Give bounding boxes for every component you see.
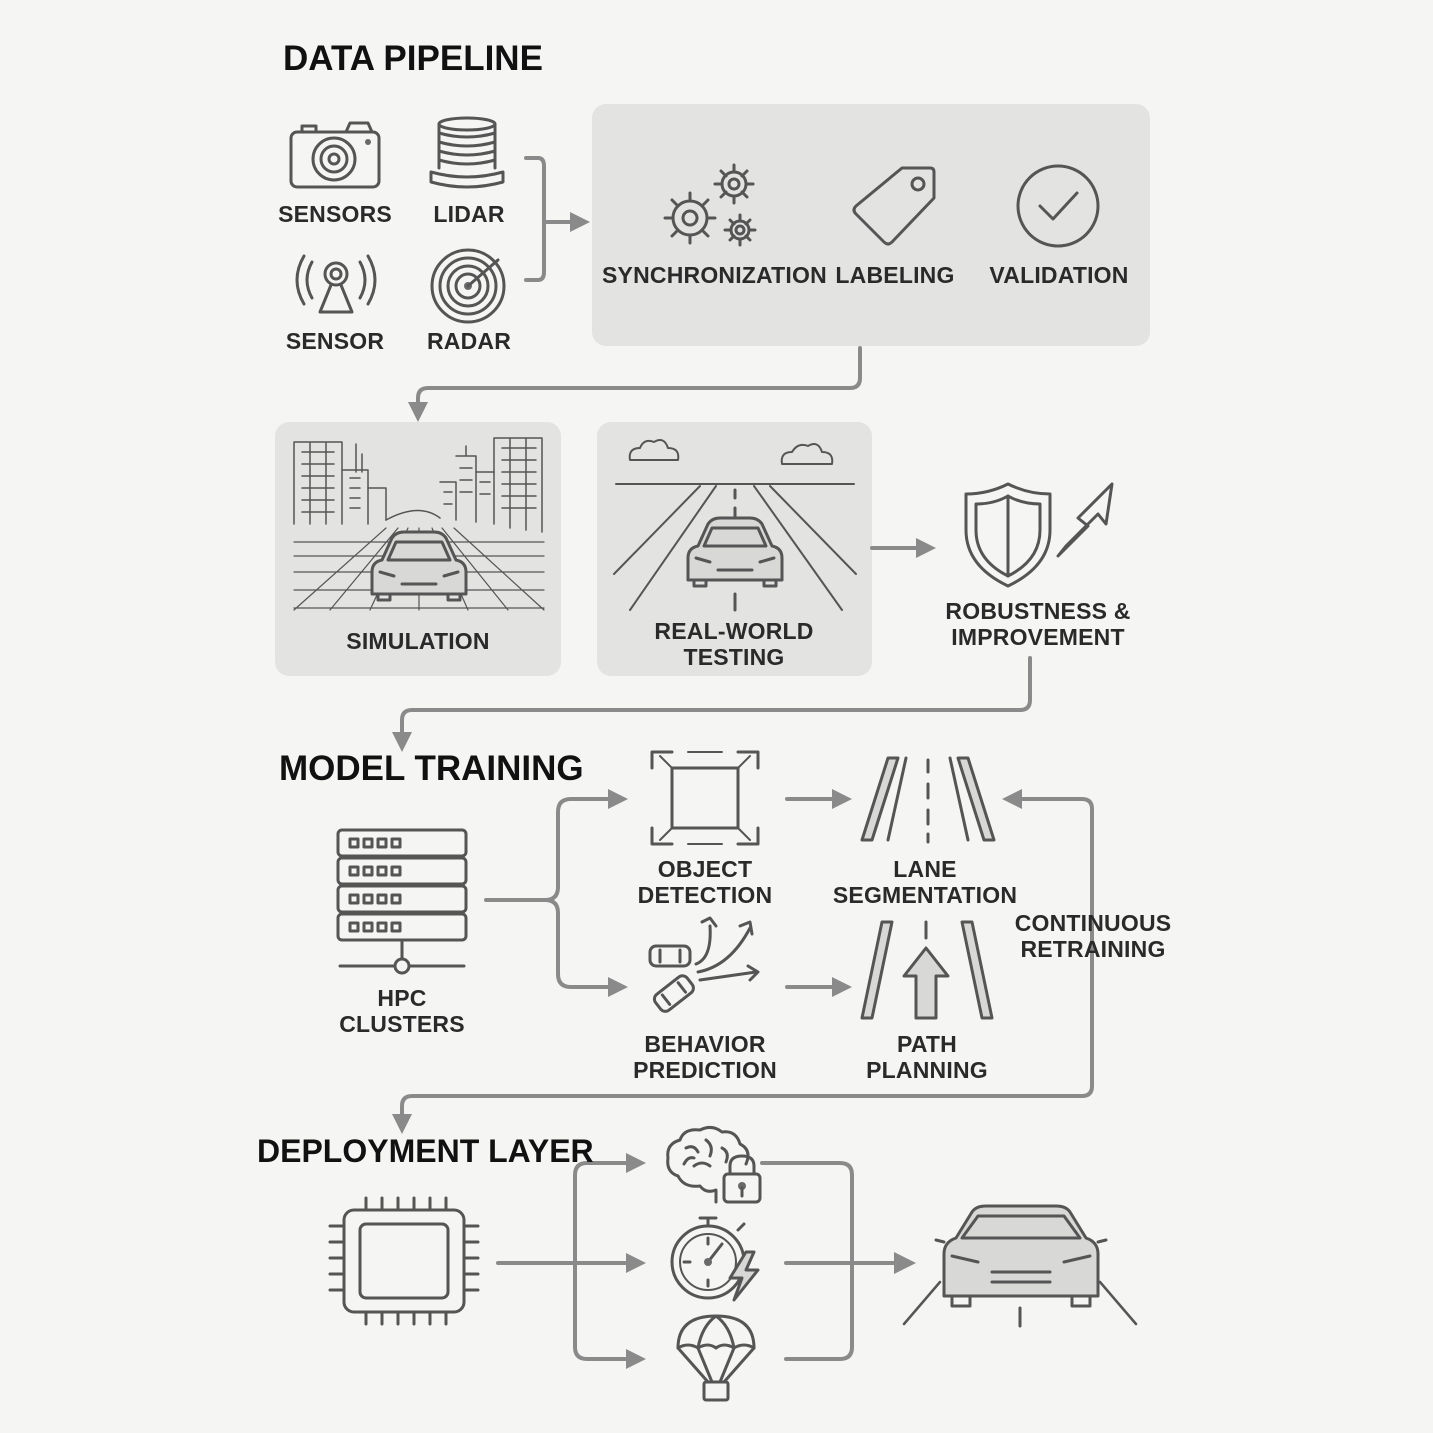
simulation-city-icon bbox=[293, 437, 545, 611]
hpc-clusters-label: HPC CLUSTERS bbox=[339, 985, 465, 1037]
car-icon bbox=[902, 1204, 1138, 1328]
lane-segmentation-label: LANE SEGMENTATION bbox=[832, 856, 1018, 908]
data-pipeline-title: DATA PIPELINE bbox=[283, 39, 543, 78]
sensors-label: SENSORS bbox=[278, 201, 392, 227]
check-circle-icon bbox=[1016, 164, 1100, 248]
object-detection-label: OBJECT DETECTION bbox=[637, 856, 773, 908]
model-training-title: MODEL TRAINING bbox=[279, 749, 584, 788]
server-rack-icon bbox=[336, 828, 468, 975]
processing-panel bbox=[592, 104, 1150, 346]
parachute-icon bbox=[676, 1314, 756, 1402]
real-world-testing-label: REAL-WORLD TESTING bbox=[654, 618, 814, 670]
path-planning-label: PATH PLANNING bbox=[866, 1031, 988, 1083]
radar-label: RADAR bbox=[426, 328, 512, 354]
radar-icon bbox=[430, 248, 506, 324]
synchronization-label: SYNCHRONIZATION bbox=[602, 262, 827, 288]
gears-icon bbox=[663, 163, 757, 247]
lane-segmentation-icon bbox=[860, 756, 996, 844]
sensor-label: SENSOR bbox=[285, 328, 385, 354]
shield-arrow-icon bbox=[964, 482, 1114, 588]
brain-lock-icon bbox=[666, 1125, 762, 1204]
sensor-icon bbox=[295, 254, 377, 314]
real-world-road-icon bbox=[613, 439, 857, 612]
tag-icon bbox=[852, 166, 936, 246]
behavior-prediction-label: BEHAVIOR PREDICTION bbox=[633, 1031, 777, 1083]
labeling-label: LABELING bbox=[835, 262, 955, 288]
object-detection-icon bbox=[650, 750, 760, 846]
validation-label: VALIDATION bbox=[989, 262, 1129, 288]
deployment-title: DEPLOYMENT LAYER bbox=[257, 1133, 594, 1169]
behavior-prediction-icon bbox=[648, 916, 760, 1013]
chip-icon bbox=[328, 1196, 480, 1326]
path-planning-icon bbox=[860, 920, 994, 1020]
stopwatch-lightning-icon bbox=[670, 1216, 760, 1302]
lidar-label: LIDAR bbox=[433, 201, 505, 227]
simulation-label: SIMULATION bbox=[346, 628, 490, 654]
robustness-label: ROBUSTNESS & IMPROVEMENT bbox=[945, 598, 1131, 650]
camera-icon bbox=[289, 121, 381, 189]
lidar-icon bbox=[429, 116, 505, 189]
continuous-retraining-label: CONTINUOUS RETRAINING bbox=[1014, 910, 1172, 962]
